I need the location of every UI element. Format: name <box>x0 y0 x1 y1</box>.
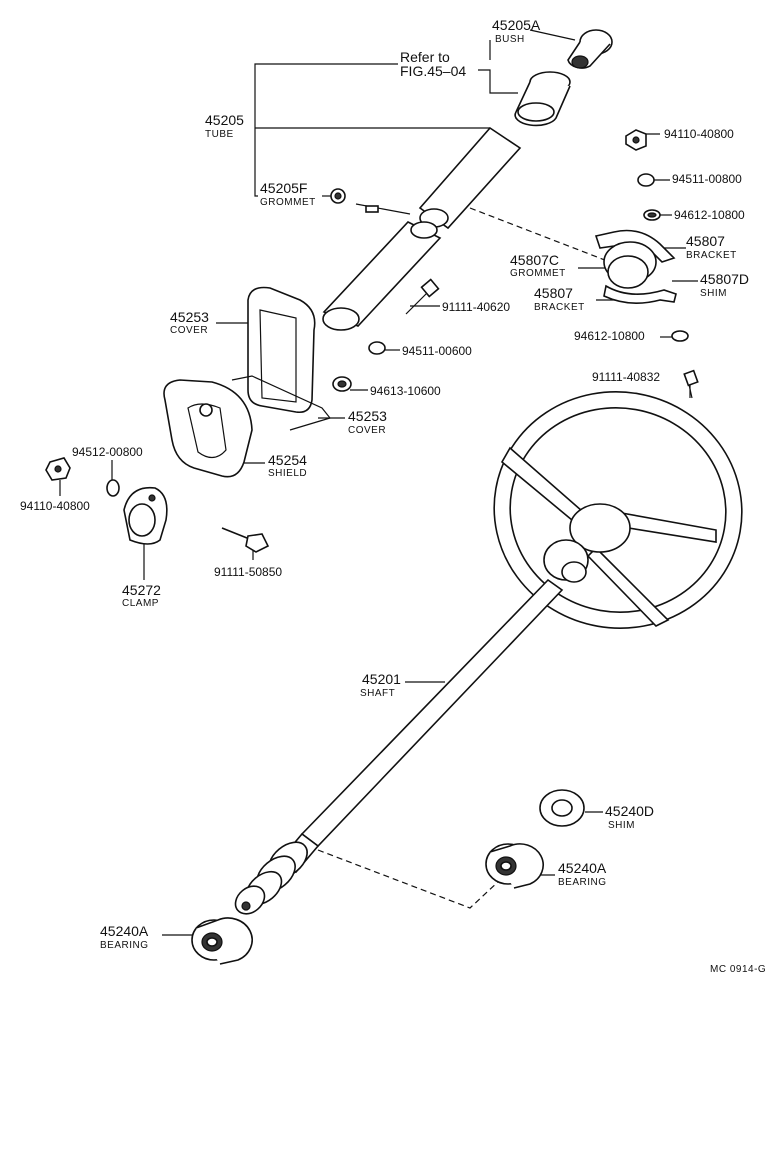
part-number-94612-10800-upper: 94612-10800 <box>674 208 745 222</box>
bearing-45240a-right <box>485 843 544 889</box>
refer-line1: Refer to <box>400 49 450 65</box>
part-number: 45205A <box>492 17 541 33</box>
plain-part-numbers: 94110-40800 94511-00800 94612-10800 9111… <box>20 127 745 579</box>
part-name: BEARING <box>100 940 149 951</box>
part-name: SHAFT <box>360 688 395 699</box>
part-number-91111-40832: 91111-40832 <box>592 370 660 384</box>
label-45254: 45254 SHIELD <box>268 452 307 479</box>
part-number-91111-50850: 91111-50850 <box>214 565 282 579</box>
part-number: 45240A <box>558 860 607 876</box>
bolt-91111-40620 <box>405 278 440 315</box>
part-number: 45205 <box>205 112 244 128</box>
washer-94613-10600 <box>332 376 352 392</box>
part-number: 45254 <box>268 452 307 468</box>
label-45807-lower: 45807 BRACKET <box>534 285 585 313</box>
washer-94612-10800-upper <box>643 209 661 221</box>
part-number: 45205F <box>260 180 307 196</box>
part-number: 45240D <box>605 803 654 819</box>
part-number: 45272 <box>122 582 161 598</box>
part-number-94110-40800-right: 94110-40800 <box>664 127 734 141</box>
bolt-91111-40832 <box>683 369 699 399</box>
part-name: COVER <box>348 425 386 436</box>
part-number-91111-40620: 91111-40620 <box>442 300 510 314</box>
part-number: 45253 <box>348 408 387 424</box>
part-number-94511-00600: 94511-00600 <box>402 344 472 358</box>
part-number-94612-10800-lower: 94612-10800 <box>574 329 645 343</box>
label-45253-upper: 45253 COVER <box>170 309 209 336</box>
tube-lower <box>322 221 442 331</box>
washer-94512-00800 <box>106 479 120 497</box>
label-45807c: 45807C GROMMET <box>510 252 566 279</box>
part-number-94110-40800-left: 94110-40800 <box>20 499 90 513</box>
cover-upper <box>231 286 332 431</box>
part-name: BRACKET <box>686 250 737 261</box>
part-number: 45807C <box>510 252 559 268</box>
part-number: 45807 <box>534 285 573 301</box>
label-45807d: 45807D SHIM <box>700 271 749 299</box>
bolt-91111-50850 <box>221 527 270 553</box>
bracket-assembly <box>594 229 677 304</box>
label-45205: 45205 TUBE <box>205 112 244 140</box>
part-name: SHIELD <box>268 468 307 479</box>
label-45201: 45201 SHAFT <box>360 671 401 699</box>
part-name: COVER <box>170 325 208 336</box>
nut-94110-40800-right <box>625 129 647 151</box>
clamp-part <box>123 486 168 545</box>
part-name: CLAMP <box>122 598 159 609</box>
part-number: 45201 <box>362 671 401 687</box>
grommet-small <box>330 188 346 204</box>
bearing-45240a-left <box>191 917 253 965</box>
part-number: 45240A <box>100 923 149 939</box>
tube-upper <box>418 126 522 230</box>
label-45253-lower: 45253 COVER <box>348 408 387 436</box>
label-45205a: 45205A BUSH <box>492 17 541 45</box>
refer-note: Refer to FIG.45–04 <box>400 49 466 79</box>
part-name: SHIM <box>700 288 727 299</box>
pin-part <box>355 203 411 215</box>
label-45272: 45272 CLAMP <box>122 582 161 609</box>
part-number-94511-00800: 94511-00800 <box>672 172 742 186</box>
part-name: GROMMET <box>510 268 566 279</box>
label-45240a-right: 45240A BEARING <box>558 860 607 888</box>
alignment-dashed-lines <box>317 207 611 909</box>
part-name: GROMMET <box>260 197 316 208</box>
label-45240d: 45240D SHIM <box>605 803 654 831</box>
part-name: BUSH <box>495 34 525 45</box>
part-name: TUBE <box>205 129 234 140</box>
part-name: BEARING <box>558 877 607 888</box>
shaft-part <box>234 578 564 915</box>
part-number: 45807D <box>700 271 749 287</box>
bush-part <box>567 29 613 69</box>
figure-code: MC 0914-G <box>710 964 766 975</box>
refer-line2: FIG.45–04 <box>400 63 466 79</box>
label-45205f: 45205F GROMMET <box>260 180 316 208</box>
part-number: 45807 <box>686 233 725 249</box>
shim-45240d <box>539 789 585 827</box>
part-number: 45253 <box>170 309 209 325</box>
collar-part <box>514 71 571 127</box>
part-number-94512-00800: 94512-00800 <box>72 445 143 459</box>
label-45240a-left: 45240A BEARING <box>100 923 149 951</box>
part-name: SHIM <box>608 820 635 831</box>
shield-part <box>163 379 253 478</box>
washer-94612-10800-lower <box>671 330 689 342</box>
washer-94511-00600 <box>368 341 386 355</box>
label-45807-upper: 45807 BRACKET <box>686 233 737 261</box>
steering-wheel <box>493 391 743 629</box>
part-number-94613-10600: 94613-10600 <box>370 384 441 398</box>
part-name: BRACKET <box>534 302 585 313</box>
washer-94511-00800 <box>637 173 655 187</box>
nut-94110-40800-left <box>45 457 71 481</box>
